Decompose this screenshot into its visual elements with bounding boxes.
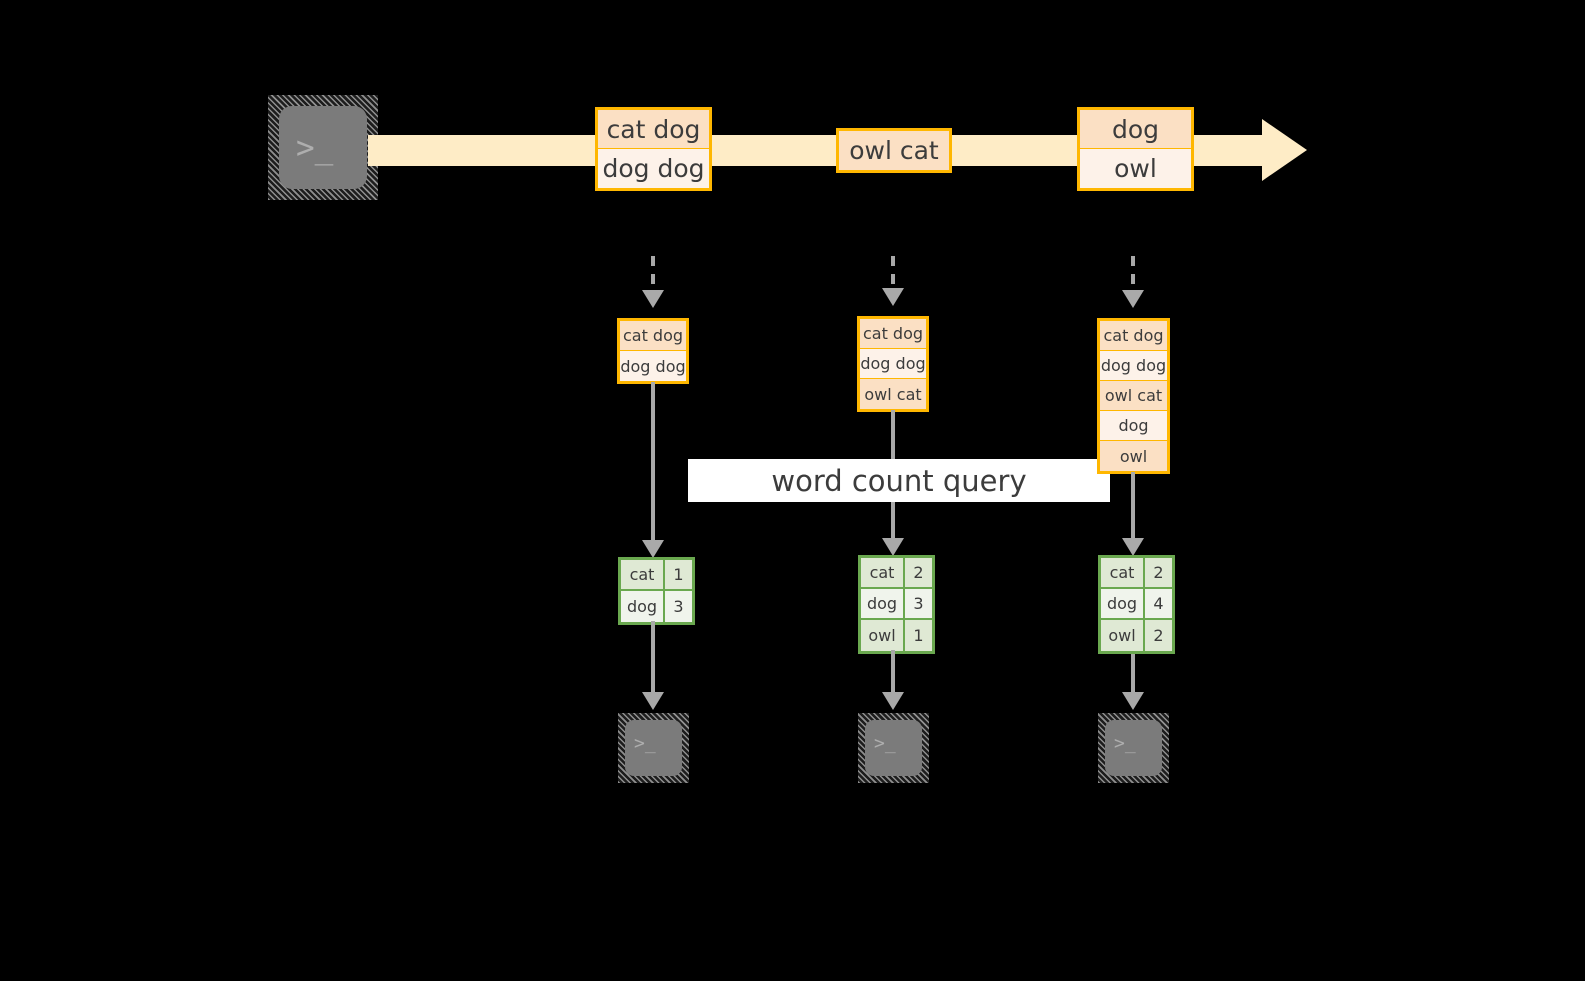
stream-line: owl cat — [839, 131, 949, 170]
stream-arrow-head — [1262, 119, 1307, 181]
result-word: owl — [861, 620, 905, 651]
terminal-prompt-glyph: >_ — [634, 733, 656, 754]
query-arrowhead-3 — [1122, 538, 1144, 556]
stream-line: owl — [1080, 149, 1191, 188]
stream-to-input-arrowhead-1 — [642, 290, 664, 308]
stream-line: cat dog — [598, 110, 709, 149]
result-count: 1 — [913, 626, 924, 645]
input-line: dog — [1100, 411, 1167, 441]
result-word: cat — [1101, 558, 1145, 587]
result-table-3: cat 2 dog 4 owl 2 — [1098, 555, 1175, 654]
stream-to-input-connector-2 — [891, 256, 895, 290]
sink-terminal-icon-3: >_ — [1098, 713, 1169, 783]
query-banner: word count query — [688, 459, 1110, 502]
query-arrowhead-1 — [642, 540, 664, 558]
stream-line: dog dog — [598, 149, 709, 188]
input-line: dog dog — [860, 349, 926, 379]
input-line: cat dog — [620, 321, 686, 351]
stream-to-input-connector-1 — [651, 256, 655, 292]
result-row: dog 3 — [621, 591, 692, 622]
stream-to-input-arrowhead-2 — [882, 288, 904, 306]
result-word: dog — [621, 591, 665, 622]
input-line: owl — [1100, 441, 1167, 471]
sink-arrowhead-1 — [642, 692, 664, 710]
input-line: owl cat — [860, 379, 926, 409]
result-row: cat 2 — [861, 558, 932, 589]
input-table-2: cat dog dog dog owl cat — [857, 316, 929, 412]
result-table-2: cat 2 dog 3 owl 1 — [858, 555, 935, 654]
query-arrowhead-2 — [882, 538, 904, 556]
result-word: dog — [1101, 589, 1145, 618]
input-line: dog dog — [620, 351, 686, 381]
result-count: 2 — [1153, 563, 1164, 582]
input-line: cat dog — [860, 319, 926, 349]
sink-arrowhead-3 — [1122, 692, 1144, 710]
input-line: dog dog — [1100, 351, 1167, 381]
query-connector-1 — [651, 382, 655, 544]
sink-terminal-icon-2: >_ — [858, 713, 929, 783]
stream-to-input-arrowhead-3 — [1122, 290, 1144, 308]
input-line: cat dog — [1100, 321, 1167, 351]
result-word: cat — [861, 558, 905, 587]
sink-terminal-icon-1: >_ — [618, 713, 689, 783]
result-row: dog 3 — [861, 589, 932, 620]
stream-batch-2: owl cat — [836, 128, 952, 173]
result-count: 2 — [1153, 626, 1164, 645]
terminal-body — [279, 106, 367, 189]
terminal-body — [865, 720, 922, 776]
query-connector-3 — [1131, 472, 1135, 542]
sink-connector-3 — [1131, 650, 1135, 695]
result-row: cat 2 — [1101, 558, 1172, 589]
terminal-body — [625, 720, 682, 776]
result-row: owl 1 — [861, 620, 932, 651]
stream-batch-1: cat dog dog dog — [595, 107, 712, 191]
result-word: cat — [621, 560, 665, 589]
sink-arrowhead-2 — [882, 692, 904, 710]
sink-connector-1 — [651, 621, 655, 695]
result-row: dog 4 — [1101, 589, 1172, 620]
terminal-body — [1105, 720, 1162, 776]
terminal-prompt-glyph: >_ — [296, 130, 334, 166]
input-table-1: cat dog dog dog — [617, 318, 689, 384]
terminal-prompt-glyph: >_ — [874, 733, 896, 754]
result-count: 4 — [1153, 594, 1164, 613]
result-row: owl 2 — [1101, 620, 1172, 651]
input-table-3: cat dog dog dog owl cat dog owl — [1097, 318, 1170, 474]
result-count: 1 — [673, 565, 684, 584]
stream-to-input-connector-3 — [1131, 256, 1135, 292]
result-row: cat 1 — [621, 560, 692, 591]
result-word: owl — [1101, 620, 1145, 651]
result-count: 3 — [913, 594, 924, 613]
result-word: dog — [861, 589, 905, 618]
source-terminal-icon: >_ — [268, 95, 378, 200]
stream-batch-3: dog owl — [1077, 107, 1194, 191]
stream-line: dog — [1080, 110, 1191, 149]
result-count: 2 — [913, 563, 924, 582]
terminal-prompt-glyph: >_ — [1114, 733, 1136, 754]
result-count: 3 — [673, 597, 684, 616]
result-table-1: cat 1 dog 3 — [618, 557, 695, 625]
sink-connector-2 — [891, 650, 895, 695]
input-line: owl cat — [1100, 381, 1167, 411]
